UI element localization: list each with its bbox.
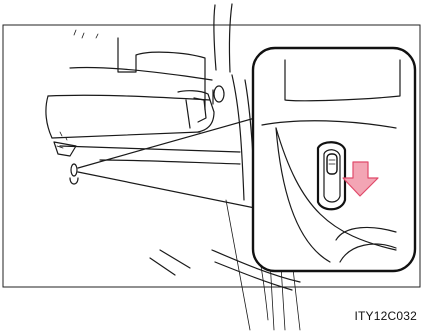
callout-leader-top <box>78 118 255 168</box>
callout-leader-bottom <box>78 172 255 208</box>
figure-code: ITY12C032 <box>354 309 417 323</box>
zoom-callout <box>253 48 415 271</box>
